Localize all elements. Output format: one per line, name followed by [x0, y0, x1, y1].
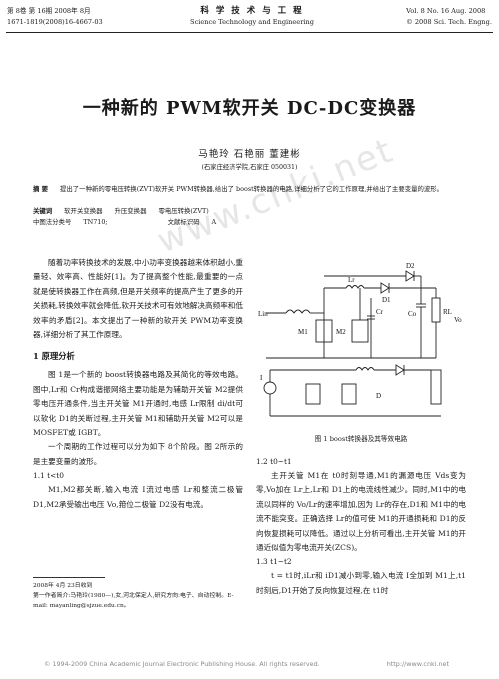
- label-co: Co: [408, 310, 417, 318]
- footnote-rule: [33, 577, 105, 578]
- abstract-text: 提出了一种新的零电压转换(ZVT)软开关 PWM转换器,给出了 boost转换器…: [60, 185, 444, 193]
- paper-title: 一种新的 PWM软开关 DC-DC变换器: [82, 98, 417, 119]
- subsection-heading: 1.1 t<t0: [33, 471, 64, 481]
- classification: 中图法分类号 TN710; 文献标识码 A: [33, 217, 473, 228]
- keyword: 零电压转换(ZVT): [158, 207, 209, 215]
- copyright-journal: © 2008 Sci. Tech. Engng.: [406, 18, 492, 26]
- section-heading: 1 原理分析: [33, 351, 75, 362]
- footnote: 2008年 4月 23日收到 第一作者简介:马艳玲(1980—),女,河北保定人…: [33, 581, 243, 611]
- figure-caption: 图 1 boost转换器及其等效电路: [314, 435, 408, 443]
- keyword: 软开关变换器: [64, 207, 103, 215]
- abstract: 摘 要 提出了一种新的零电压转换(ZVT)软开关 PWM转换器,给出了 boost…: [33, 184, 473, 195]
- author-bio: 第一作者简介:马艳玲(1980—),女,河北保定人,研究方向:电子、自动控制。E…: [33, 593, 234, 609]
- volume-issue-en: Vol. 8 No. 16 Aug. 2008: [406, 7, 486, 15]
- doc-code-value: A: [211, 218, 217, 226]
- resonant-inductor: [345, 285, 365, 289]
- journal-header: 第 8卷 第 16期 2008年 8月 1671-1819(2008)16-46…: [0, 6, 499, 62]
- body-paragraph: 图 1是一个新的 boost转换器电路及其简化的等效电路。图中,Lr和 Cr构成…: [33, 370, 243, 438]
- label-lin: Lin: [258, 310, 268, 318]
- label-d2: D2: [406, 262, 415, 270]
- body-paragraph: t = t1时,iLr和 iD1减小到零,输入电流 I全加到 M1上,t1时刻后…: [256, 571, 466, 595]
- switch-m2: [351, 319, 369, 343]
- keyword: 升压变换器: [114, 207, 147, 215]
- label-m2: M2: [336, 328, 346, 336]
- input-inductor: [285, 309, 311, 314]
- volume-issue: 第 8卷 第 16期 2008年 8月: [7, 7, 91, 15]
- left-column: 随着功率转换技术的发展,中小功率变换器越来体积越小,重量轻、效率高、性能好[1]…: [33, 256, 243, 512]
- label-lr: Lr: [348, 276, 355, 284]
- subsection-heading: 1.2 t0~t1: [256, 457, 292, 466]
- diode-d1: [380, 282, 390, 294]
- label-d1: D1: [382, 296, 391, 304]
- label-cr: Cr: [376, 308, 384, 316]
- clc-label: 中图法分类号: [33, 218, 72, 226]
- body-paragraph: M1,M2都关断,输入电流 I流过电感 Lr和整流二极管 D1,M2承受输出电压…: [33, 485, 243, 509]
- label-rl: RL: [443, 308, 452, 316]
- right-column: 1.2 t0~t1 主开关管 M1在 t0时刻导通,M1的漏源电压 Vds变为零…: [256, 455, 466, 598]
- current-source: [263, 381, 277, 395]
- keywords-label: 关键词: [33, 207, 53, 215]
- journal-name-zh: 科 学 技 术 与 工 程: [200, 6, 304, 16]
- clc-value: TN710;: [83, 218, 108, 226]
- body-paragraph: 一个周期的工作过程可以分为如下 8个阶段。图 2所示的是主要变量的波形。: [33, 442, 243, 466]
- diode-d2: [405, 270, 415, 282]
- issn-code: 1671-1819(2008)16-4667-03: [7, 18, 103, 26]
- label-d: D: [376, 392, 381, 400]
- affiliation: (石家庄经济学院,石家庄 050031): [201, 164, 298, 171]
- label-i: I: [260, 374, 263, 382]
- footer-url[interactable]: http://www.cnki.net: [386, 660, 449, 668]
- header-rule: [6, 32, 493, 33]
- abstract-label: 摘 要: [33, 185, 49, 193]
- journal-name-en: Science Technology and Engineering: [190, 18, 314, 26]
- authors: 马艳玲 石艳丽 董建彬: [198, 149, 301, 160]
- received-date: 2008年 4月 23日收到: [33, 583, 93, 589]
- switch-m1: [315, 319, 333, 343]
- circuit-figure: Lin Lr D1 D2 M1 M2 Cr Co RL Vo I D: [258, 262, 462, 417]
- label-m1: M1: [298, 328, 308, 336]
- body-paragraph: 主开关管 M1在 t0时刻导通,M1的漏源电压 Vds变为零,Vo加在 Lr上,…: [256, 471, 466, 553]
- intro-paragraph: 随着功率转换技术的发展,中小功率变换器越来体积越小,重量轻、效率高、性能好[1]…: [33, 258, 243, 340]
- label-vo: Vo: [454, 316, 462, 324]
- footer-copyright: © 1994-2009 China Academic Journal Elect…: [44, 660, 320, 668]
- keywords: 关键词 软开关变换器 升压变换器 零电压转换(ZVT): [33, 206, 473, 217]
- load-resistor: [431, 297, 441, 323]
- voltage-source: [430, 369, 442, 405]
- doc-code-label: 文献标识码: [167, 218, 200, 226]
- subsection-heading: 1.3 t1~t2: [256, 557, 292, 567]
